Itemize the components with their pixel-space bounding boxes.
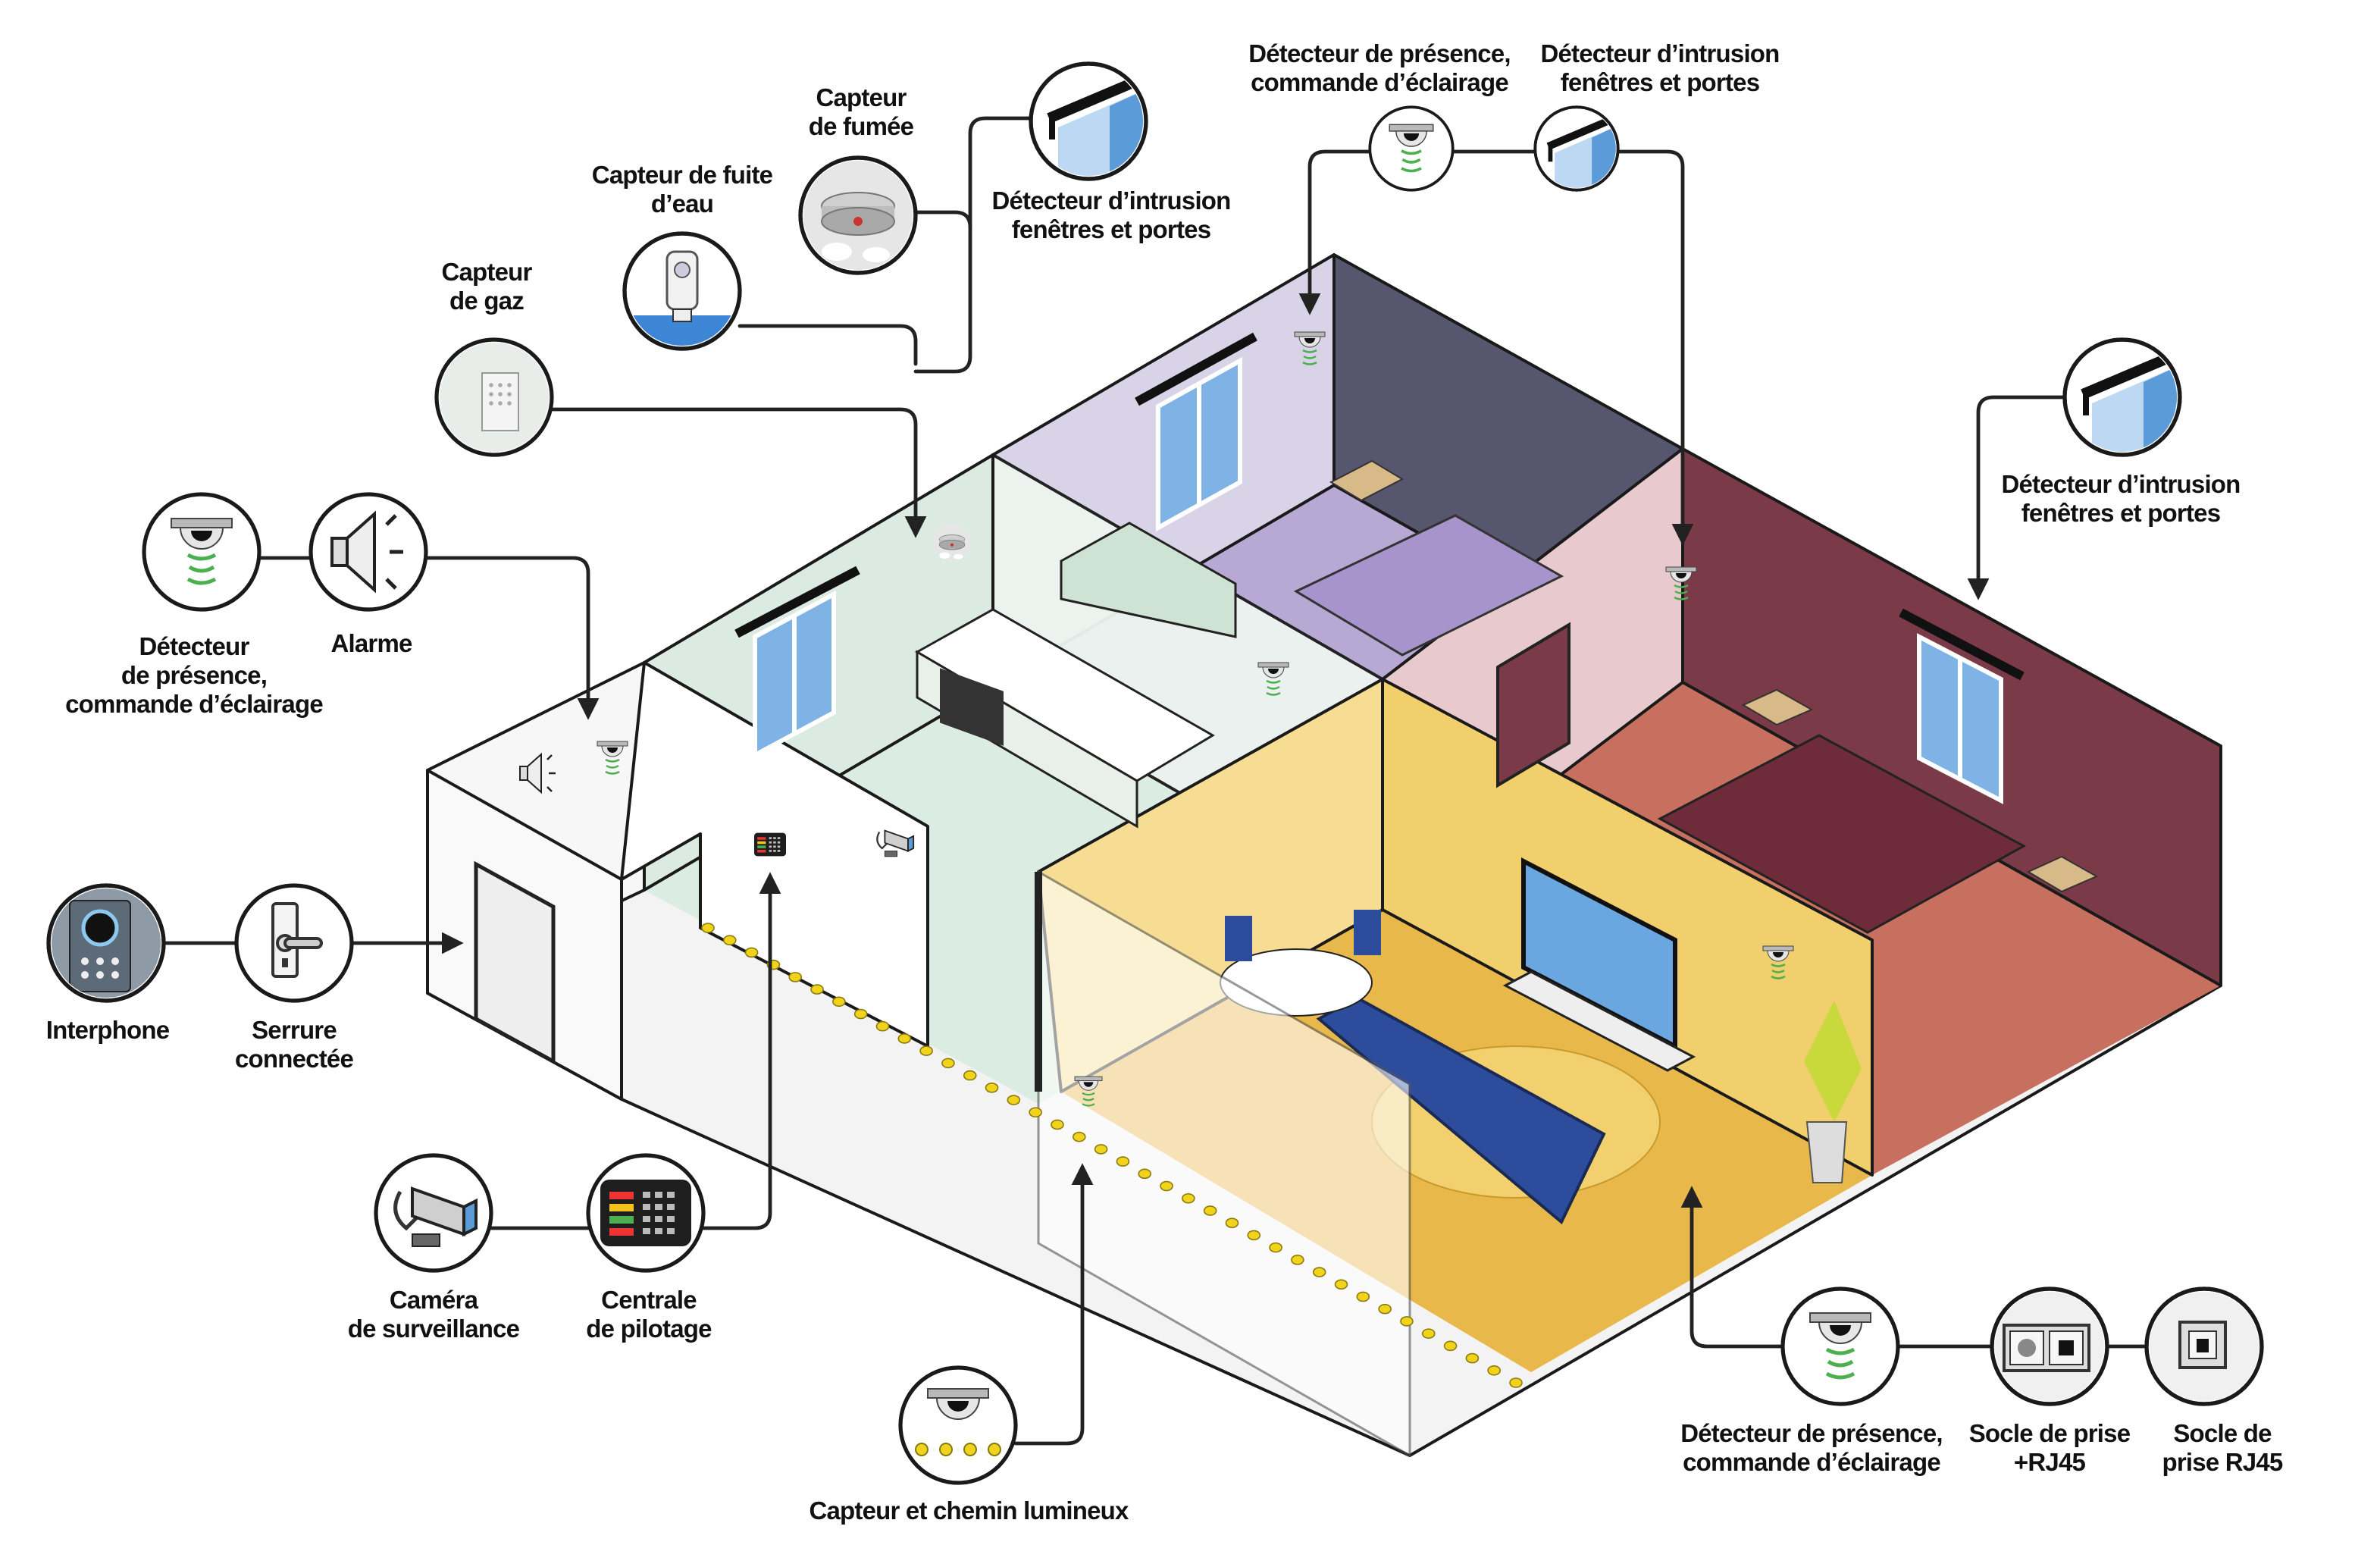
path-light-dot xyxy=(1116,1156,1130,1167)
intercom-icon xyxy=(45,882,167,1004)
alarm-label: Alarme xyxy=(330,629,412,657)
path-light-dot xyxy=(1138,1168,1152,1180)
path-light-dot xyxy=(1378,1303,1392,1315)
path-light-icon xyxy=(898,1365,1018,1485)
path-light-dot xyxy=(810,984,824,995)
kitchen-window xyxy=(734,566,860,760)
path-light-dot xyxy=(1465,1352,1480,1364)
bedroom1-nightstand xyxy=(1329,459,1405,502)
path-light-dot xyxy=(701,923,715,933)
presence-detector-icon xyxy=(142,492,261,612)
alarm-siren-icon xyxy=(308,492,428,612)
path-light-dot xyxy=(1160,1180,1173,1192)
path-light-dot xyxy=(875,1020,890,1032)
presence-detector-icon xyxy=(1780,1286,1900,1406)
kitchen-wall-cabinets xyxy=(1060,522,1237,638)
bedroom2-nightstand-left xyxy=(1741,688,1814,726)
plant xyxy=(1804,1001,1862,1122)
path-light-dot xyxy=(1007,1095,1021,1105)
path-light-dot xyxy=(832,996,846,1008)
presence-living-label: Détecteur de présence,commande d’éclaira… xyxy=(1680,1419,1943,1476)
control-panel-icon xyxy=(586,1153,706,1273)
path-light-dot xyxy=(788,972,803,982)
path-light-dot xyxy=(1247,1230,1261,1241)
path-light-label: Capteur et chemin lumineux xyxy=(809,1496,1129,1525)
path-light-dots xyxy=(701,923,1523,1388)
path-light-dot xyxy=(1400,1316,1414,1327)
path-light-dot xyxy=(744,947,759,958)
connector-lines xyxy=(161,116,2149,1446)
bedroom2-bed xyxy=(1657,734,2027,934)
path-light-dot xyxy=(1029,1107,1042,1118)
window-intrusion-sensor-icon xyxy=(1029,61,1149,182)
oven xyxy=(940,668,1004,746)
path-light-dot xyxy=(1487,1365,1501,1376)
bedroom2-window xyxy=(1899,608,2025,804)
path-light-dot xyxy=(941,1058,955,1069)
window-intrusion-sensor-icon xyxy=(2062,337,2183,458)
presence-bedroom1-label: Détecteur de présence,commande d’éclaira… xyxy=(1248,39,1511,96)
path-light-dot xyxy=(1269,1242,1282,1253)
path-light-dot xyxy=(1291,1255,1304,1265)
window-intrusion-sensor-icon xyxy=(1533,105,1620,192)
tv-stand xyxy=(1502,970,1696,1072)
path-light-dot xyxy=(1443,1340,1458,1352)
bedroom1-bed xyxy=(1293,514,1564,657)
smoke-detector-icon xyxy=(797,155,919,276)
path-light-dot xyxy=(1421,1328,1436,1339)
path-light-dot xyxy=(1356,1291,1370,1302)
bedroom1-window xyxy=(1135,332,1257,532)
water-leak-sensor-icon xyxy=(622,231,743,361)
path-light-dot xyxy=(1509,1377,1523,1388)
path-light-dot xyxy=(1225,1218,1239,1228)
path-light-dot xyxy=(1072,1131,1086,1142)
path-light-dot xyxy=(853,1008,868,1020)
house-illustration xyxy=(426,253,2222,1458)
path-light-dot xyxy=(1312,1267,1326,1277)
path-light-dot xyxy=(963,1070,977,1081)
path-light-dot xyxy=(1051,1119,1064,1130)
gas-sensor-icon xyxy=(434,337,555,458)
intercom-label: Interphone xyxy=(46,1016,170,1044)
rj45-socket-icon xyxy=(2144,1286,2265,1407)
control-panel-icon xyxy=(754,832,786,857)
entry-door xyxy=(474,860,556,1065)
path-light-dot xyxy=(897,1033,912,1044)
path-light-dot xyxy=(985,1083,999,1093)
plant-pot xyxy=(1805,1121,1848,1183)
path-light-dot xyxy=(723,935,737,946)
surveillance-camera-icon xyxy=(374,1153,493,1273)
dining-chair xyxy=(1225,916,1252,961)
bedroom2-door xyxy=(1496,622,1570,788)
power-rj45-socket-icon xyxy=(1989,1286,2110,1407)
bedroom2-nightstand-right xyxy=(2026,855,2099,893)
smart-lock-icon xyxy=(234,883,354,1003)
glass-partition xyxy=(1037,870,1411,1458)
path-light-dot xyxy=(1182,1192,1195,1204)
presence-detector-icon xyxy=(1368,105,1455,192)
path-light-dot xyxy=(919,1045,933,1056)
socket-rj45-combo-label: Socle de prise+RJ45 xyxy=(1969,1419,2131,1476)
path-light-dot xyxy=(1094,1144,1108,1155)
path-light-dot xyxy=(1203,1205,1217,1216)
path-light-dot xyxy=(1334,1279,1348,1290)
dining-chair xyxy=(1354,910,1381,955)
